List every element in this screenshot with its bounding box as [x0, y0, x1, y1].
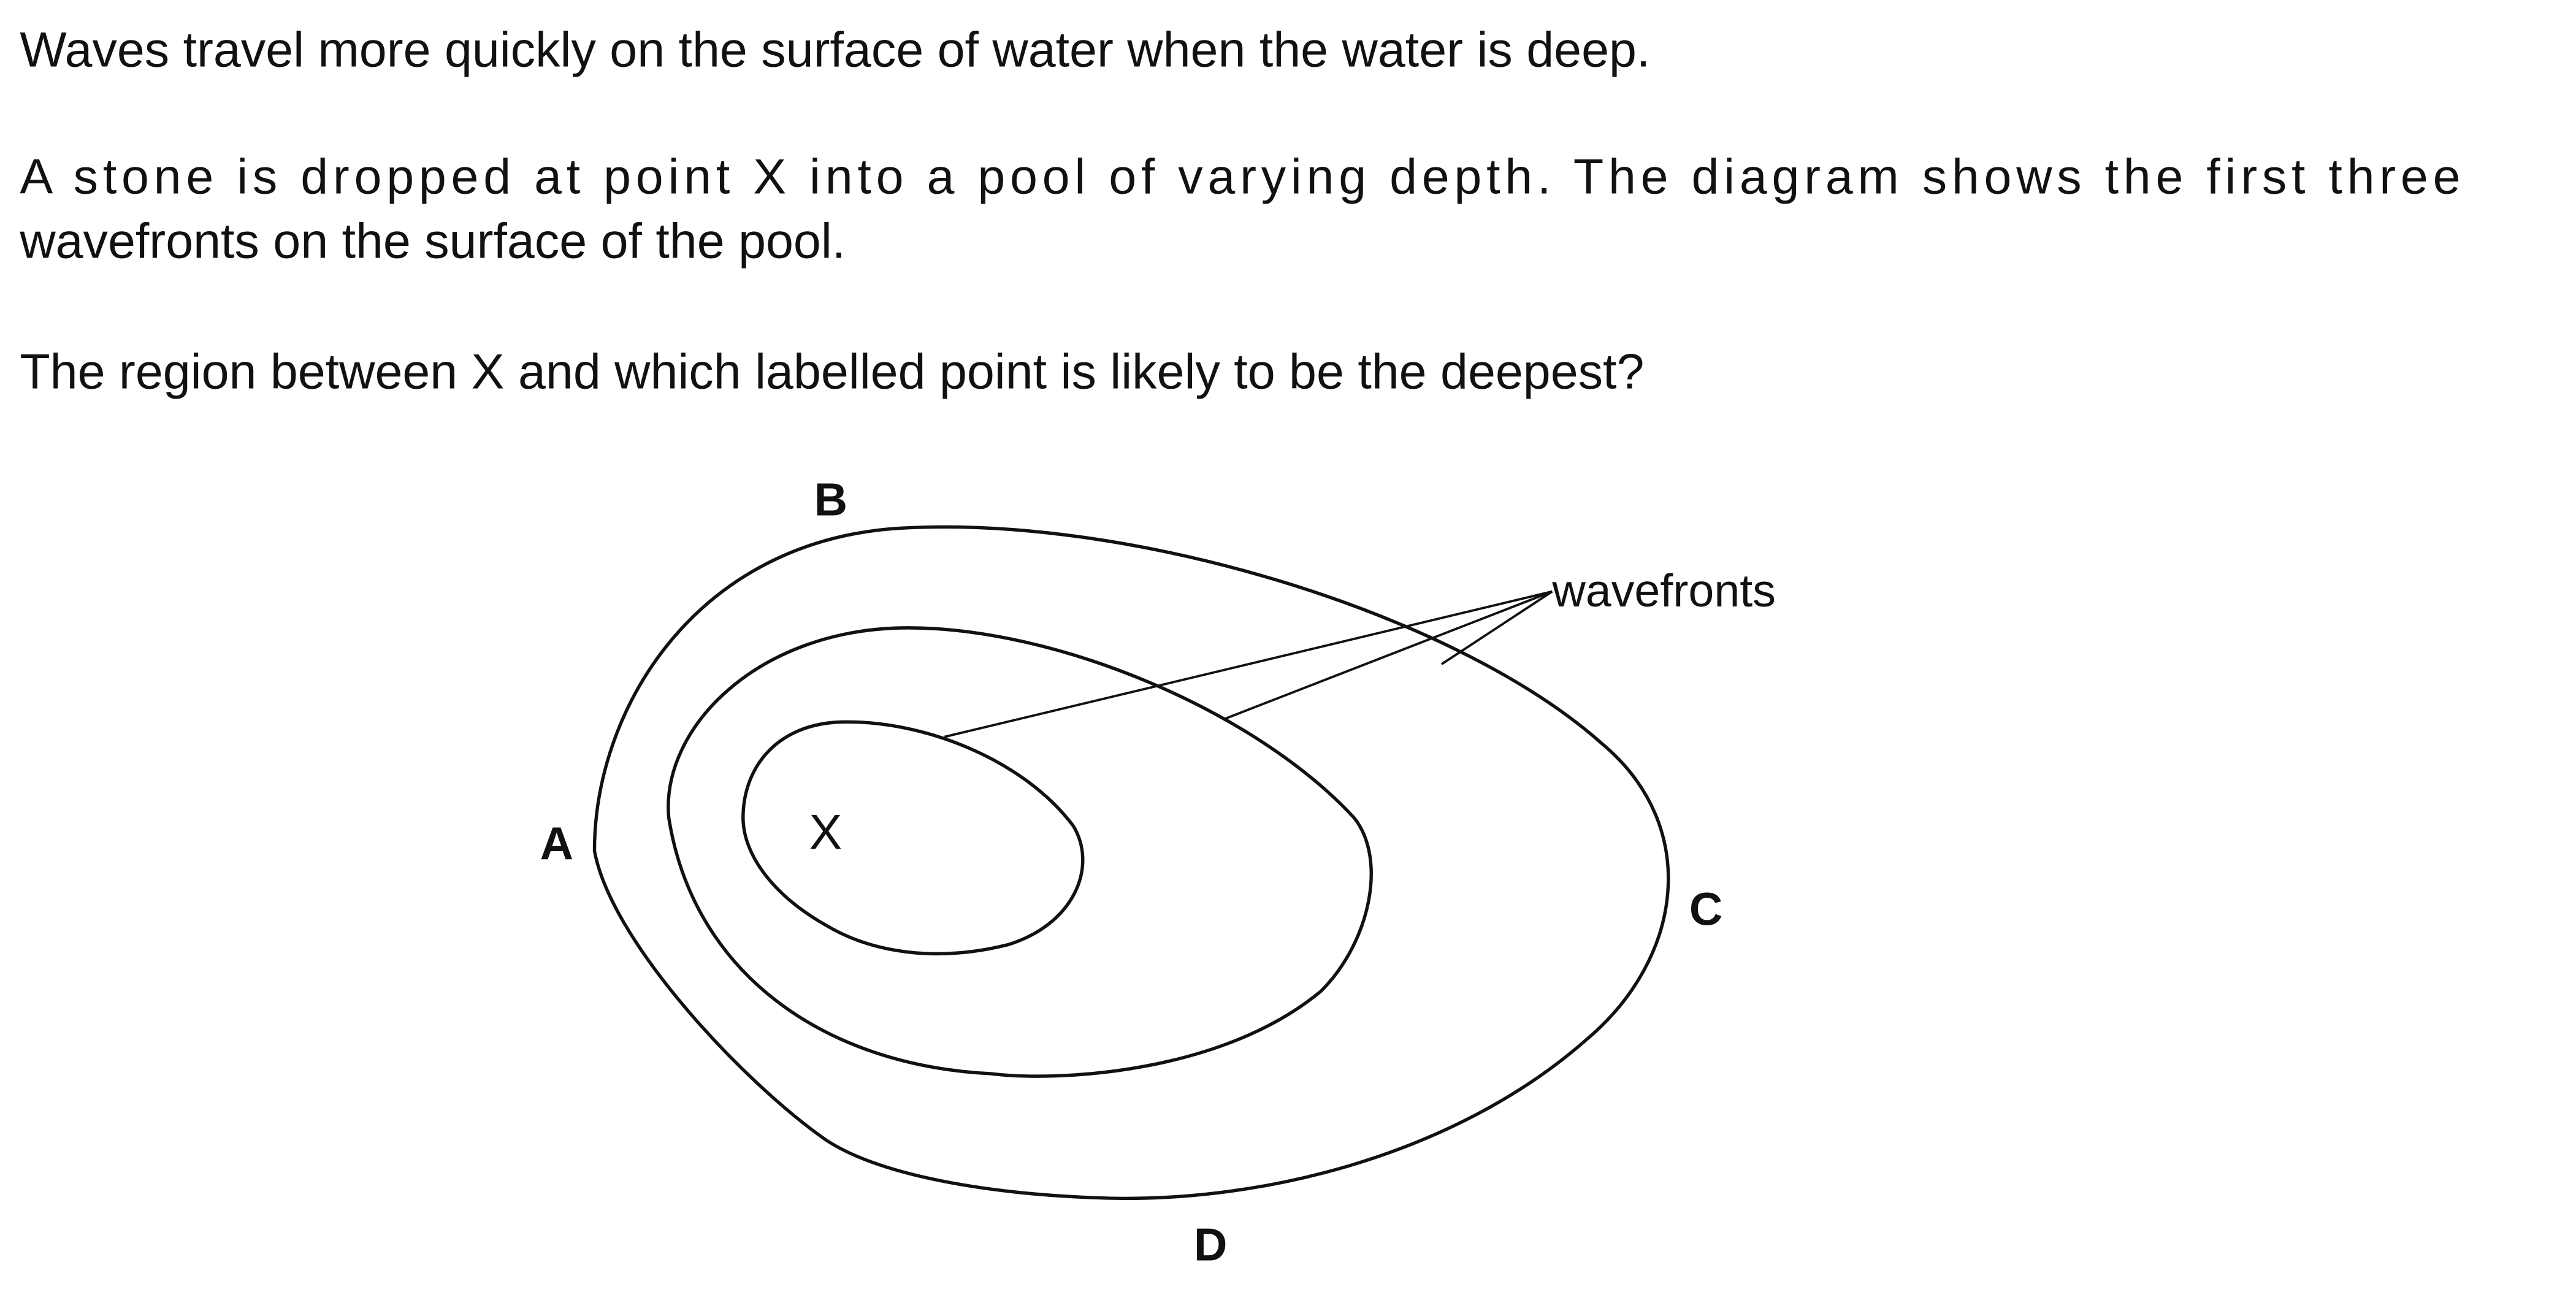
label-x: X [809, 805, 843, 860]
leader-line-outer [1440, 591, 1553, 665]
question-line-3: The region between X and which labelled … [20, 344, 1644, 399]
wavefront-diagram: wavefronts B A C D X [540, 474, 1776, 1271]
wavefronts-annotation: wavefronts [1551, 565, 1776, 616]
wavefront-inner [741, 720, 1085, 955]
wavefront-middle [667, 626, 1373, 1078]
label-b: B [814, 474, 847, 526]
leader-line-inner [944, 590, 1553, 738]
question-line-2b: wavefronts on the surface of the pool. [19, 214, 846, 269]
question-line-1: Waves travel more quickly on the surface… [20, 22, 1650, 77]
label-a: A [540, 817, 573, 869]
label-d: D [1194, 1218, 1227, 1270]
wavefront-outer [592, 525, 1670, 1201]
leader-line-middle [1225, 590, 1553, 720]
label-c: C [1689, 884, 1722, 935]
question-line-2: A stone is dropped at point X into a poo… [20, 150, 2460, 205]
